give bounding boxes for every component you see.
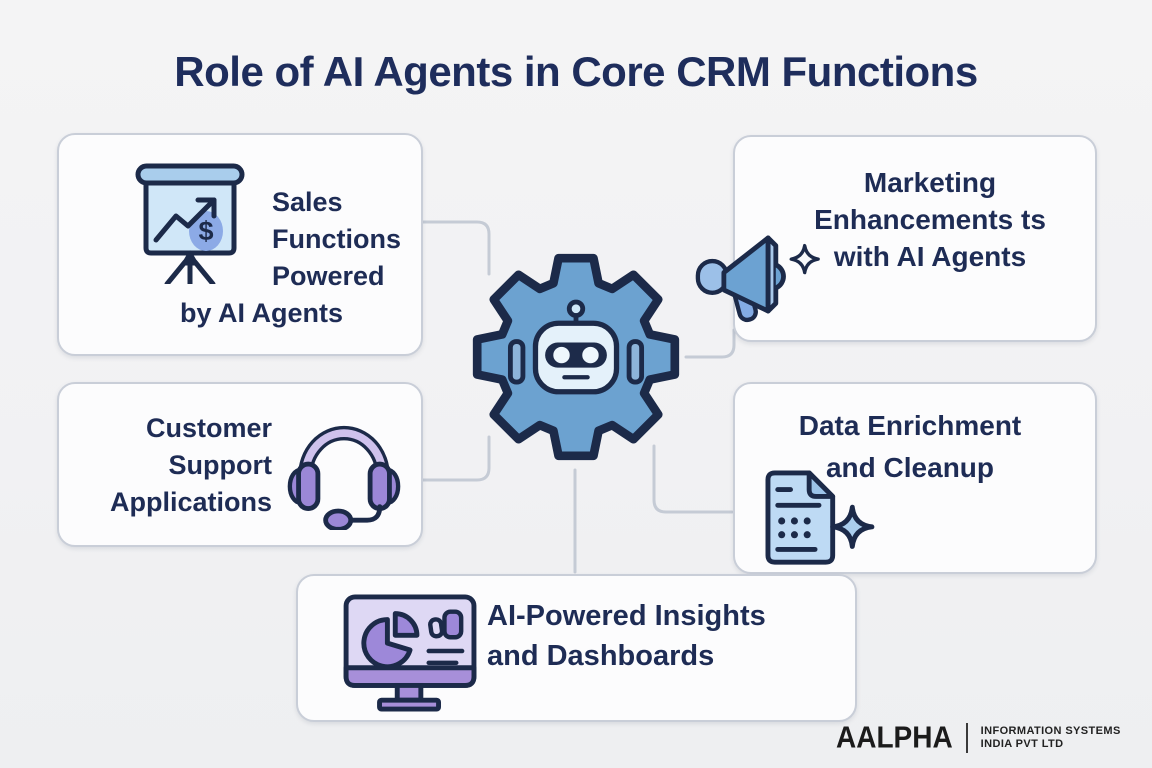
svg-text:$: $ bbox=[198, 216, 213, 246]
card-label-line: Support bbox=[168, 450, 272, 480]
card-label-line: Applications bbox=[109, 487, 272, 517]
document-sparkle-icon bbox=[765, 470, 875, 565]
sparkle-icon bbox=[789, 243, 820, 275]
data-card-label: Data Enrichment and Cleanup bbox=[755, 405, 1065, 489]
card-label-line: by AI Agents bbox=[180, 298, 344, 328]
card-label-line: Sales bbox=[272, 187, 343, 217]
brand-logo: AALPHA INFORMATION SYSTEMS INDIA PVT LTD bbox=[836, 720, 1121, 755]
robot-face-icon bbox=[507, 299, 645, 395]
brand-name: AALPHA bbox=[836, 720, 953, 755]
headset-icon bbox=[287, 426, 401, 530]
connector-sales-to-gear bbox=[417, 220, 491, 276]
card-label-line: Enhancements ts bbox=[814, 204, 1046, 235]
brand-tagline-line: INDIA PVT LTD bbox=[980, 738, 1064, 750]
card-label-line: Powered bbox=[272, 261, 385, 291]
support-card-label: Customer Support Applications bbox=[57, 410, 272, 521]
card-label-line: and Cleanup bbox=[825, 452, 994, 483]
marketing-card-label: Marketing Enhancements ts with AI Agents bbox=[760, 164, 1100, 275]
page-title: Role of AI Agents in Core CRM Functions bbox=[174, 48, 978, 95]
presentation-chart-icon: $ bbox=[135, 163, 245, 284]
card-label-line: with AI Agents bbox=[833, 241, 1027, 272]
connector-support-to-gear bbox=[417, 435, 491, 482]
sales-card-label: Sales Functions Powered by AI Agents bbox=[180, 184, 401, 332]
card-label-line: Data Enrichment bbox=[798, 410, 1022, 441]
dashboard-monitor-icon bbox=[343, 594, 477, 712]
brand-tagline-line: INFORMATION SYSTEMS bbox=[980, 725, 1121, 737]
insights-card-label: AI-Powered Insights and Dashboards bbox=[487, 596, 766, 676]
card-label-line: Marketing bbox=[863, 167, 997, 198]
marketing-card bbox=[733, 135, 1097, 342]
brand-divider bbox=[965, 723, 968, 753]
card-label-line: AI-Powered Insights bbox=[487, 600, 766, 632]
card-label-line: Functions bbox=[272, 224, 401, 254]
sparkle-icon bbox=[830, 504, 875, 549]
card-label-line: and Dashboards bbox=[487, 640, 715, 672]
card-label-line: Customer bbox=[145, 413, 272, 443]
robot-gear-icon bbox=[472, 253, 680, 461]
megaphone-icon bbox=[695, 235, 820, 323]
brand-tagline: INFORMATION SYSTEMS INDIA PVT LTD bbox=[981, 725, 1121, 751]
connector-marketing-to-gear bbox=[684, 328, 736, 359]
connector-gear-to-data bbox=[652, 444, 734, 514]
